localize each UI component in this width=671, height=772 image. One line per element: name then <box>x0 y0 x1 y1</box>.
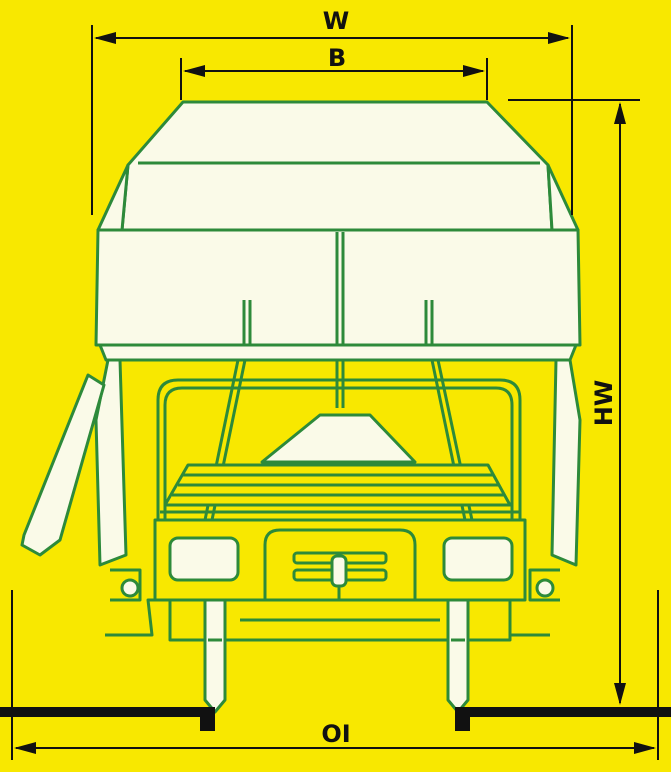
height-label: HW <box>590 380 618 427</box>
hw-arrow-top <box>614 102 626 124</box>
wagon-body <box>94 100 582 408</box>
left-hook <box>120 578 140 598</box>
roof-left-slope <box>96 163 130 232</box>
end-platform <box>105 378 560 642</box>
w-arrow-right <box>548 32 570 44</box>
rails <box>0 707 671 731</box>
right-step <box>528 568 560 602</box>
oi-arrow-left <box>14 742 36 754</box>
handrail-arch-inner <box>163 386 514 520</box>
left-step <box>110 568 142 602</box>
left-buffer <box>168 536 240 582</box>
left-discharge-door <box>20 373 106 557</box>
dimension-lines <box>11 25 659 760</box>
right-rail-head <box>455 707 470 731</box>
hw-arrow-bottom <box>614 683 626 705</box>
right-buffer <box>442 536 514 582</box>
coupler-hook <box>330 554 348 588</box>
left-rail <box>0 707 215 717</box>
right-rail <box>455 707 671 717</box>
handrail-arch <box>156 378 522 520</box>
lower-band <box>98 343 578 362</box>
left-wheel <box>203 598 227 714</box>
right-hook <box>535 578 555 598</box>
right-wheel <box>446 598 470 714</box>
b-arrow-right <box>463 65 485 77</box>
central-discharge-cone <box>260 413 417 464</box>
left-lower-step <box>105 598 170 637</box>
oi-arrow-right <box>634 742 656 754</box>
b-arrow-left <box>183 65 205 77</box>
overall-width-label: W <box>323 7 349 35</box>
left-rail-head <box>200 707 215 731</box>
body-width-label: B <box>328 44 346 72</box>
roof <box>120 100 554 232</box>
roof-right-slope <box>546 163 580 232</box>
w-arrow-left <box>94 32 116 44</box>
right-hopper-side <box>550 358 582 567</box>
bogie <box>203 598 470 714</box>
track-label: OI <box>321 720 350 748</box>
